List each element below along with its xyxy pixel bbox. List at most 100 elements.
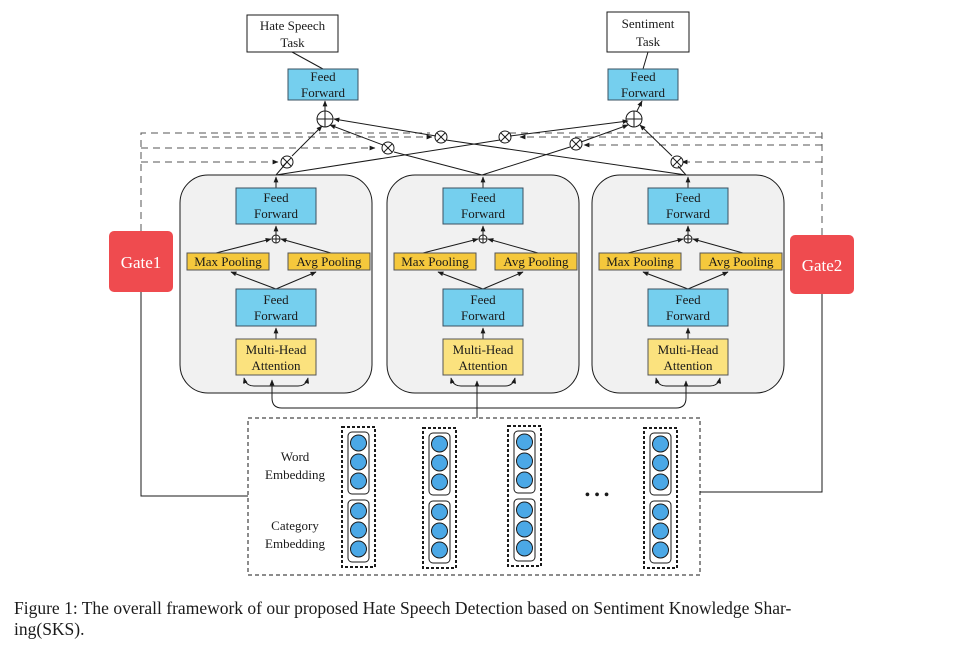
cross-connections bbox=[275, 117, 687, 176]
neuron bbox=[516, 433, 533, 451]
gate1-label: Gate1 bbox=[121, 253, 162, 272]
word-embedding-group bbox=[347, 431, 370, 495]
sentiment-task-label-2: Task bbox=[636, 34, 661, 49]
ff-label-1: Feed bbox=[263, 190, 289, 205]
neuron bbox=[652, 454, 669, 472]
ff-label-1: Feed bbox=[675, 190, 701, 205]
ff-label-2: Forward bbox=[254, 206, 299, 221]
category-embedding-group bbox=[428, 500, 451, 564]
ff-label-1: Feed bbox=[630, 69, 656, 84]
arrow-to-top-right-ff bbox=[636, 100, 643, 112]
mha-label-1: Multi-Head bbox=[658, 342, 719, 357]
embedding-columns bbox=[341, 425, 678, 569]
figure-caption: Figure 1: The overall framework of our p… bbox=[14, 598, 969, 640]
right-sum-icon bbox=[625, 110, 643, 128]
neuron bbox=[350, 472, 367, 490]
ellipsis: • • • bbox=[585, 487, 610, 504]
gate1-box: Gate1 bbox=[109, 231, 173, 292]
sks-framework-diagram: Hate Speech Task Sentiment Task Feed For… bbox=[109, 11, 854, 576]
sentiment-task-connector bbox=[642, 51, 649, 70]
neuron bbox=[431, 454, 448, 472]
multiply-gate-icon bbox=[498, 130, 512, 144]
avg-pooling-label: Avg Pooling bbox=[708, 254, 774, 269]
multiply-gate-icon bbox=[381, 141, 395, 155]
gate2-box: Gate2 bbox=[790, 235, 854, 294]
neuron bbox=[516, 452, 533, 470]
sentiment-task-box: Sentiment Task bbox=[606, 11, 690, 53]
category-embedding-label-1: Category bbox=[271, 518, 319, 533]
max-pooling-box: Max Pooling bbox=[393, 252, 477, 271]
neuron bbox=[431, 435, 448, 453]
neuron bbox=[350, 540, 367, 558]
max-pooling-label: Max Pooling bbox=[401, 254, 469, 269]
mha-label-2: Attention bbox=[458, 358, 508, 373]
neuron bbox=[431, 541, 448, 559]
neuron bbox=[516, 501, 533, 519]
gate-multipliers bbox=[280, 130, 684, 169]
mha-label-2: Attention bbox=[663, 358, 713, 373]
gate2-label: Gate2 bbox=[802, 256, 843, 275]
ff-label-2: Forward bbox=[621, 85, 666, 100]
neuron bbox=[652, 473, 669, 491]
embedding-column bbox=[341, 426, 376, 568]
neuron bbox=[431, 503, 448, 521]
caption-line-1: Figure 1: The overall framework of our p… bbox=[14, 598, 792, 618]
mha-label-1: Multi-Head bbox=[246, 342, 307, 357]
gate1-input-line bbox=[140, 292, 248, 497]
neuron bbox=[516, 520, 533, 538]
top-right-feed-forward: Feed Forward bbox=[607, 68, 679, 101]
ff-label-1: Feed bbox=[470, 292, 496, 307]
ff-label-2: Forward bbox=[254, 308, 299, 323]
hate-speech-task-label-2: Task bbox=[280, 35, 305, 50]
embedding-column bbox=[422, 427, 457, 569]
max-pooling-box: Max Pooling bbox=[598, 252, 682, 271]
neuron bbox=[516, 471, 533, 489]
neuron bbox=[652, 503, 669, 521]
caption-line-2: ing(SKS). bbox=[14, 619, 85, 639]
neuron bbox=[652, 435, 669, 453]
sentiment-task-label-1: Sentiment bbox=[622, 16, 675, 31]
hate-speech-task-label-1: Hate Speech bbox=[260, 18, 326, 33]
word-embedding-label-1: Word bbox=[281, 449, 310, 464]
neuron bbox=[350, 453, 367, 471]
ff-label-2: Forward bbox=[666, 206, 711, 221]
avg-pooling-box: Avg Pooling bbox=[494, 252, 578, 271]
embedding-box: Word Embedding Category Embedding • • • bbox=[247, 417, 701, 576]
max-pooling-label: Max Pooling bbox=[194, 254, 262, 269]
embedding-distribution-lines bbox=[269, 379, 689, 418]
avg-pooling-box: Avg Pooling bbox=[699, 252, 783, 271]
ff-label-2: Forward bbox=[301, 85, 346, 100]
ff-label-1: Feed bbox=[263, 292, 289, 307]
neuron bbox=[652, 541, 669, 559]
top-left-feed-forward: Feed Forward bbox=[287, 68, 359, 101]
multiply-gate-icon bbox=[569, 137, 583, 151]
word-embedding-group bbox=[649, 432, 672, 496]
avg-pooling-box: Avg Pooling bbox=[287, 252, 371, 271]
multiply-gate-icon bbox=[670, 155, 684, 169]
neuron bbox=[516, 539, 533, 557]
neuron bbox=[350, 434, 367, 452]
ff-label-2: Forward bbox=[461, 206, 506, 221]
avg-pooling-label: Avg Pooling bbox=[503, 254, 569, 269]
embedding-column bbox=[643, 427, 678, 569]
word-embedding-label-2: Embedding bbox=[265, 467, 325, 482]
max-pooling-label: Max Pooling bbox=[606, 254, 674, 269]
embedding-column bbox=[507, 425, 542, 567]
left-sum-icon bbox=[316, 110, 334, 128]
ff-label-1: Feed bbox=[675, 292, 701, 307]
hate-task-connector bbox=[291, 51, 324, 70]
category-embedding-label-2: Embedding bbox=[265, 536, 325, 551]
hate-speech-task-box: Hate Speech Task bbox=[246, 14, 339, 53]
mha-label-2: Attention bbox=[251, 358, 301, 373]
category-embedding-group bbox=[649, 500, 672, 564]
category-embedding-group bbox=[513, 498, 536, 562]
ff-label-1: Feed bbox=[310, 69, 336, 84]
category-embedding-group bbox=[347, 499, 370, 563]
ff-label-1: Feed bbox=[470, 190, 496, 205]
word-embedding-group bbox=[513, 430, 536, 494]
multiply-gate-icon bbox=[434, 130, 448, 144]
